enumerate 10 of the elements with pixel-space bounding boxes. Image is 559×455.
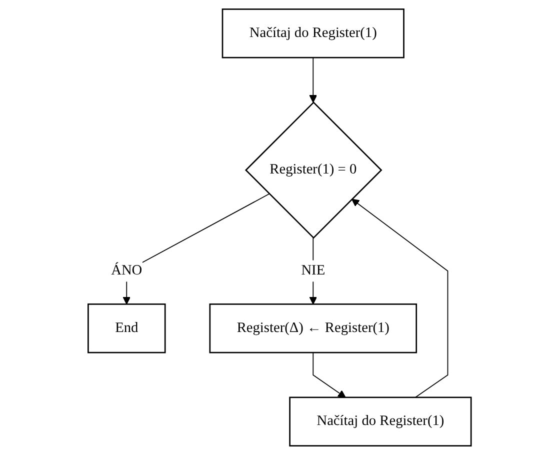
arrow [351, 198, 448, 398]
node-diamond: Register(1) = 0 [244, 101, 382, 239]
edge-label: ÁNO [110, 262, 142, 278]
node-box: Register(Δ) ← Register(1) [209, 303, 417, 354]
edge-label: NIE [301, 262, 325, 278]
node-box: Načítaj do Register(1) [222, 8, 404, 58]
node-box: Načítaj do Register(1) [289, 396, 472, 446]
arrow [312, 352, 346, 398]
node-box: End [87, 303, 166, 354]
arrow [309, 57, 317, 103]
